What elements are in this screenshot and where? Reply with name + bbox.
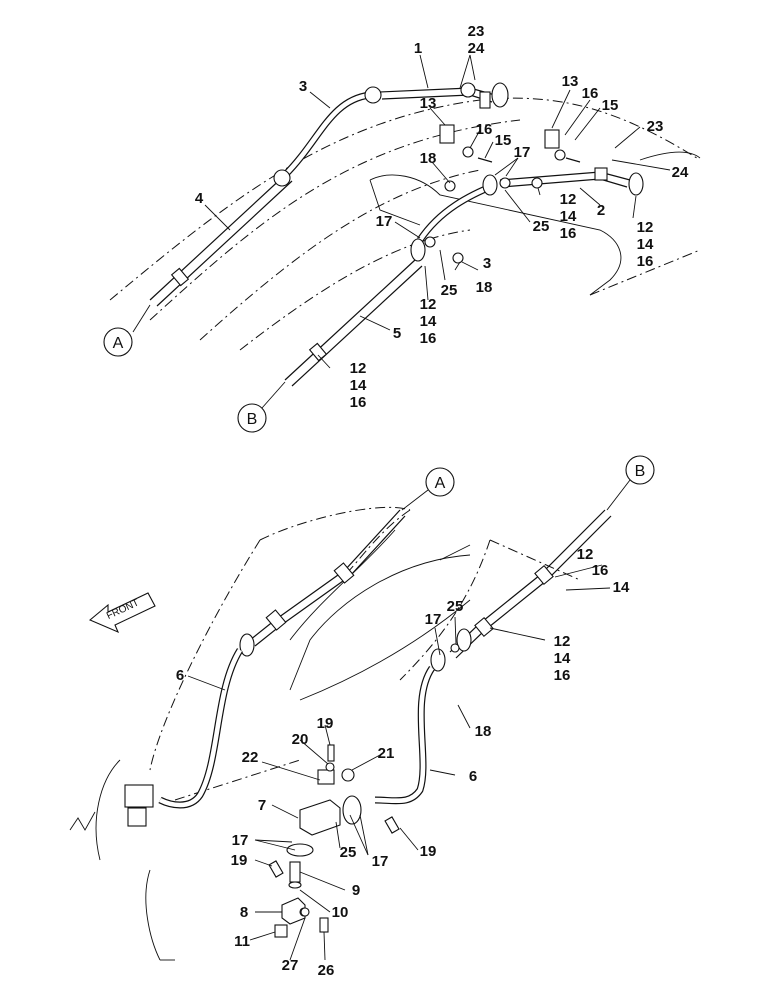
connector-b-label: B — [635, 463, 646, 480]
callouts-bottom: 12 16 14 17 25 12 14 16 6 18 19 20 21 22… — [176, 546, 630, 979]
pipe-2 — [499, 167, 644, 196]
callout-25: 25 — [441, 282, 458, 299]
callout-9: 9 — [352, 882, 360, 899]
callout-19: 19 — [317, 715, 334, 732]
callout-6: 6 — [176, 667, 184, 684]
callout-18: 18 — [476, 279, 493, 296]
callout-14: 14 — [350, 377, 367, 394]
callout-4: 4 — [195, 190, 204, 207]
callout-17: 17 — [232, 832, 249, 849]
callout-12: 12 — [554, 633, 571, 650]
callout-6: 6 — [469, 768, 477, 785]
callout-16: 16 — [582, 85, 599, 102]
hose-3-upper — [273, 86, 382, 187]
callout-20: 20 — [292, 731, 309, 748]
callout-17: 17 — [376, 213, 393, 230]
callout-23: 23 — [468, 23, 485, 40]
pipe-1 — [379, 82, 509, 109]
callout-16: 16 — [476, 121, 493, 138]
callout-3: 3 — [299, 78, 307, 95]
callout-26: 26 — [318, 962, 335, 979]
connector-a-bottom: A — [401, 467, 455, 511]
callout-12: 12 — [420, 296, 437, 313]
front-direction-arrow: FRONT — [88, 592, 156, 634]
upper-boom-outline — [109, 97, 701, 351]
callout-11: 11 — [234, 933, 250, 950]
pipe-a-bottom — [239, 509, 406, 657]
callout-13: 13 — [562, 73, 579, 90]
connector-a-label: A — [435, 475, 446, 492]
connector-a-top: A — [103, 304, 151, 357]
callout-14: 14 — [613, 579, 630, 596]
callout-27: 27 — [282, 957, 299, 974]
callout-15: 15 — [602, 97, 619, 114]
pipe-5 — [284, 236, 464, 387]
connector-b-top: B — [237, 381, 286, 433]
callout-17: 17 — [514, 144, 531, 161]
callout-16: 16 — [637, 253, 654, 270]
callout-16: 16 — [560, 225, 577, 242]
callout-17: 17 — [372, 853, 389, 870]
pipe-b-bottom — [430, 509, 612, 672]
callout-18: 18 — [420, 150, 437, 167]
callout-25: 25 — [533, 218, 550, 235]
hose-6-left — [124, 648, 244, 827]
clamps-13 — [439, 124, 581, 163]
callout-14: 14 — [637, 236, 654, 253]
callout-18: 18 — [475, 723, 492, 740]
pipe-4 — [149, 174, 293, 307]
callout-19: 19 — [420, 843, 437, 860]
callout-10: 10 — [332, 904, 349, 921]
callout-16: 16 — [420, 330, 437, 347]
callout-25: 25 — [340, 844, 357, 861]
callout-16: 16 — [554, 667, 571, 684]
leaders-top — [204, 54, 671, 369]
leaders-bottom — [187, 564, 611, 961]
callouts-top: 1 23 24 3 4 13 13 16 15 16 15 17 23 18 2… — [195, 23, 689, 411]
callout-12: 12 — [350, 360, 367, 377]
callout-23: 23 — [647, 118, 664, 135]
callout-7: 7 — [258, 797, 266, 814]
callout-13: 13 — [420, 95, 437, 112]
callout-1: 1 — [414, 40, 422, 57]
connector-b-bottom: B — [606, 455, 655, 511]
callout-14: 14 — [420, 313, 437, 330]
callout-3: 3 — [483, 255, 491, 272]
callout-5: 5 — [393, 325, 401, 342]
callout-22: 22 — [242, 749, 259, 766]
callout-25: 25 — [447, 598, 464, 615]
callout-2: 2 — [597, 202, 605, 219]
callout-15: 15 — [495, 132, 512, 149]
callout-16: 16 — [592, 562, 609, 579]
hose-6-right — [374, 666, 436, 805]
connector-b-label: B — [247, 411, 258, 428]
callout-14: 14 — [560, 208, 577, 225]
callout-16: 16 — [350, 394, 367, 411]
callout-12: 12 — [577, 546, 594, 563]
valve-block-7 — [268, 744, 400, 938]
connector-a-label: A — [113, 335, 124, 352]
callout-21: 21 — [378, 745, 395, 762]
callout-24: 24 — [468, 40, 485, 57]
callout-17: 17 — [425, 611, 442, 628]
hose-3-lower — [417, 174, 511, 242]
lower-boom-outline — [69, 506, 581, 961]
callout-14: 14 — [554, 650, 571, 667]
callout-24: 24 — [672, 164, 689, 181]
callout-12: 12 — [637, 219, 654, 236]
callout-19: 19 — [231, 852, 248, 869]
callout-8: 8 — [240, 904, 248, 921]
callout-12: 12 — [560, 191, 577, 208]
